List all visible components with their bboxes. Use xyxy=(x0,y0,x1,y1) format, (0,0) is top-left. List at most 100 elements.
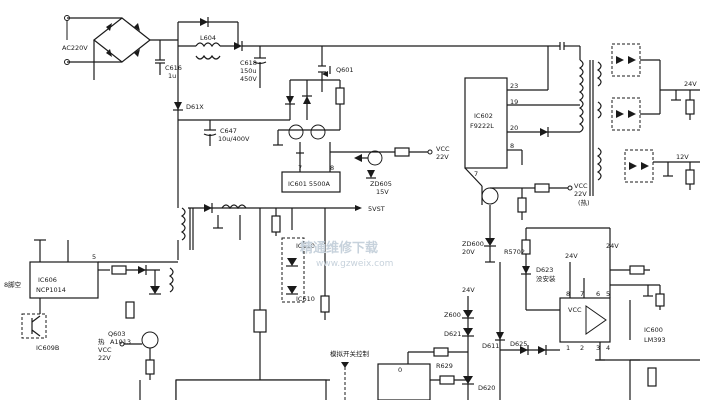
ic602: IC602 F9222L 23 19 20 8 7 xyxy=(464,77,518,178)
c616-value: 1u xyxy=(168,72,176,80)
vst-label: 5VST xyxy=(368,205,385,213)
ic602-pin8: 8 xyxy=(510,142,514,150)
ic601-label: IC601 5500A xyxy=(288,180,330,188)
standby-rail: 5VST xyxy=(188,203,385,400)
bridge-rectifier xyxy=(93,17,178,80)
ic600-part: LM393 xyxy=(644,336,666,344)
ic600-pin3: 3 xyxy=(596,344,600,352)
vcc-hot-note: 热 xyxy=(98,337,105,346)
ic600-pin2: 2 xyxy=(580,344,584,352)
d611-d625-section: D611 D625 xyxy=(482,262,560,355)
ac-input-section: AC220V xyxy=(62,15,122,65)
ic602-pin7: 7 xyxy=(474,170,478,178)
ic602-pin19: 19 xyxy=(510,98,518,106)
ic600: VCC IC600 LM393 8 7 6 5 1 2 3 4 xyxy=(559,228,666,361)
ic602-label: IC602 xyxy=(474,112,493,120)
ic606-part: NCP1014 xyxy=(36,286,66,294)
vcc-hot-label: VCC xyxy=(98,346,112,354)
vcc-22v-a-label: VCC xyxy=(436,145,450,153)
mosfet-q601: Q601 xyxy=(318,46,354,92)
vcc-hot-value: 22V xyxy=(98,354,111,362)
zd600-value: 20V xyxy=(462,248,475,256)
ic602-pin20: 20 xyxy=(510,124,518,132)
watermark: 精通维修下载 www.gzweix.com xyxy=(300,240,393,269)
ic601-pin8: 8 xyxy=(330,164,334,172)
zener-stack: 24V Z600 D621 D620 xyxy=(444,286,495,400)
transformer-standby xyxy=(177,120,194,260)
d620-label: D620 xyxy=(478,384,495,392)
diode-d61x: D61X xyxy=(173,102,204,111)
c618-value-volt: 450V xyxy=(240,75,257,83)
vcc-hot-section: VCC 22V (热) xyxy=(464,167,590,220)
remote-label: 模拟开关控制 xyxy=(330,349,370,358)
d623-note: 没安装 xyxy=(536,274,556,283)
c616-label: C616 xyxy=(165,64,182,72)
transformer-main xyxy=(578,46,594,196)
ic600-pin7: 7 xyxy=(580,290,584,298)
ic600-pin5: 5 xyxy=(606,290,610,298)
c647-value: 10u/400V xyxy=(218,135,250,143)
vcc-22v-b-note: (热) xyxy=(578,198,590,207)
r5702-label: R5702 xyxy=(504,248,525,256)
ic601: IC601 5500A 7 8 xyxy=(281,164,341,193)
driver-transistors xyxy=(273,124,340,172)
ic600-pin4: 4 xyxy=(606,344,610,352)
watermark-url: www.gzweix.com xyxy=(316,259,393,269)
d621-label: D621 xyxy=(444,330,461,338)
ic602-part: F9222L xyxy=(470,122,494,130)
capacitor-c618: C618 150u 450V xyxy=(240,46,267,88)
zd600b-label: Z600 xyxy=(444,311,461,319)
zd605-label: ZD605 xyxy=(370,180,392,188)
d625-label: D625 xyxy=(510,340,527,348)
ic610-label-b: IC610 xyxy=(296,295,315,303)
vcc-regulator: VCC 22V ZD605 15V xyxy=(330,145,450,196)
ic600-vcc: VCC xyxy=(568,306,582,314)
diode-pair xyxy=(285,80,312,120)
ic-bottom xyxy=(175,379,327,400)
c647-label: C647 xyxy=(220,127,237,135)
v24-b-label: 24V xyxy=(565,252,578,260)
ic602-pin23: 23 xyxy=(510,82,518,90)
rectifier-24v: 24V xyxy=(596,43,700,131)
c618-value-cap: 150u xyxy=(240,67,257,75)
ic601-pin7: 7 xyxy=(298,164,302,172)
ic606-label: IC606 xyxy=(38,276,57,284)
ic610-label-a: IC610 xyxy=(296,242,315,250)
ic606-pin5: 5 xyxy=(92,253,96,261)
d611-label: D611 xyxy=(482,342,499,350)
ic600-supply: 24V 24V xyxy=(565,242,700,400)
vcc-22v-b-label: VCC xyxy=(574,182,588,190)
ic600-pin1: 1 xyxy=(566,344,570,352)
zd600-section: ZD600 20V xyxy=(462,205,496,263)
l604-label: L604 xyxy=(200,34,216,42)
d623-label: D623 xyxy=(536,266,553,274)
vcc-22v-b-value: 22V xyxy=(574,190,587,198)
ic600-pin8: 8 xyxy=(566,290,570,298)
capacitor-c647: C647 10u/400V xyxy=(203,120,250,146)
ac-input-label: AC220V xyxy=(62,44,88,52)
q603-label: Q603 xyxy=(108,330,126,338)
ic609b: IC609B xyxy=(21,298,59,352)
ic600-pin6: 6 xyxy=(596,290,600,298)
r629-label: R629 xyxy=(436,362,453,370)
remote-pin0: 0 xyxy=(398,366,402,374)
diode-ic602 xyxy=(540,128,548,136)
capacitor-c616: C616 1u xyxy=(155,40,182,80)
zd600-label: ZD600 xyxy=(462,240,484,248)
inductor-l604: L604 xyxy=(178,34,238,60)
q601-label: Q601 xyxy=(336,66,354,74)
c618-label: C618 xyxy=(240,59,257,67)
ic600-label: IC600 xyxy=(644,326,663,334)
v24-a-label: 24V xyxy=(462,286,475,294)
rectifier-12v: 12V xyxy=(596,147,700,190)
ic606: IC606 NCP1014 8脚空 5 xyxy=(4,239,178,299)
watermark-cn: 精通维修下载 xyxy=(300,240,378,256)
out-12v-label: 12V xyxy=(676,153,689,161)
ic610: IC610 IC610 xyxy=(281,237,315,303)
zd605-value: 15V xyxy=(376,188,389,196)
out-24v-label: 24V xyxy=(684,80,697,88)
ic609b-label: IC609B xyxy=(36,344,59,352)
vcc-22v-a-value: 22V xyxy=(436,153,449,161)
ic606-note: 8脚空 xyxy=(4,280,22,289)
